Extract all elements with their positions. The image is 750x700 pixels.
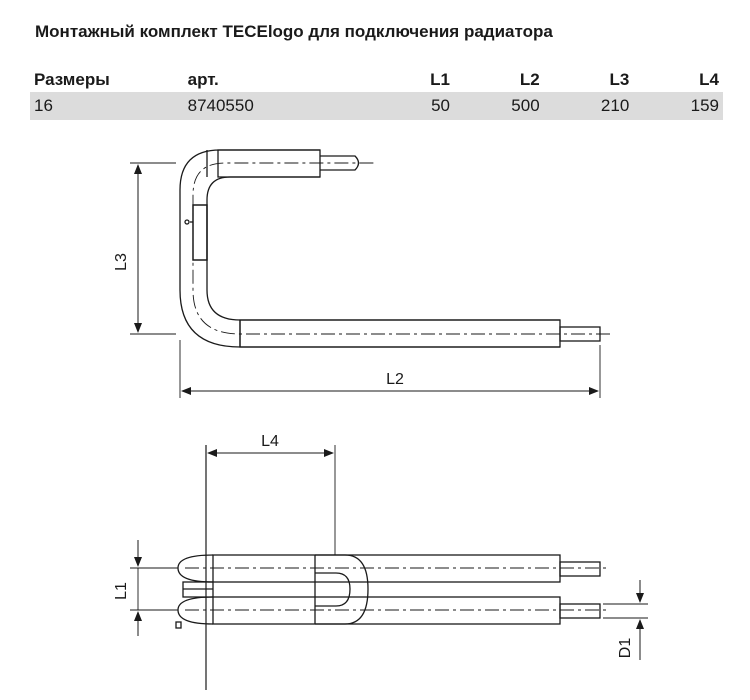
pipe-outer-contour: [179, 149, 560, 348]
centerline: [192, 162, 610, 335]
dim-l2-label: L2: [386, 371, 404, 388]
cell-l1: 50: [369, 92, 455, 120]
lower-pipe-stub: [559, 603, 601, 619]
table-row: 16 8740550 50 500 210 159: [30, 92, 723, 120]
u-bend-inner: [315, 572, 351, 607]
u-bend-outer: [315, 554, 369, 625]
top-pipe-stub: [320, 155, 360, 171]
clamp: [192, 204, 208, 261]
spec-table: Размеры арт. L1 L2 L3 L4 16 8740550 50 5…: [30, 66, 723, 120]
lower-pipe: [212, 596, 561, 625]
header-l3: L3: [609, 70, 630, 89]
header-size: Размеры: [34, 70, 110, 89]
bottom-pipe: [239, 319, 561, 348]
header-article: арт.: [187, 70, 219, 89]
header-l2: L2: [519, 70, 540, 89]
header-l1: L1: [430, 70, 451, 89]
top-view: [130, 149, 610, 398]
lower-cap: [177, 596, 214, 625]
table-header-row: Размеры арт. L1 L2 L3 L4: [30, 66, 723, 92]
cell-l4: 159: [633, 92, 723, 120]
pipe-inner-contour: [206, 176, 560, 321]
side-view: [130, 445, 648, 690]
dim-l1-label: L1: [113, 582, 130, 600]
upper-pipe-stub: [559, 561, 601, 577]
header-l4: L4: [699, 70, 719, 89]
upper-pipe: [212, 554, 561, 583]
dim-l3-label: L3: [113, 253, 130, 271]
cell-l2: 500: [454, 92, 544, 120]
page-title: Монтажный комплект TECElogo для подключе…: [35, 22, 553, 41]
dim-d1-label: D1: [617, 638, 634, 659]
cell-size: 16: [30, 92, 184, 120]
upper-cap: [177, 554, 214, 583]
cell-article: 8740550: [183, 92, 370, 120]
top-pipe: [217, 149, 321, 178]
cell-l3: 210: [543, 92, 634, 120]
dim-l4-label: L4: [261, 433, 279, 450]
